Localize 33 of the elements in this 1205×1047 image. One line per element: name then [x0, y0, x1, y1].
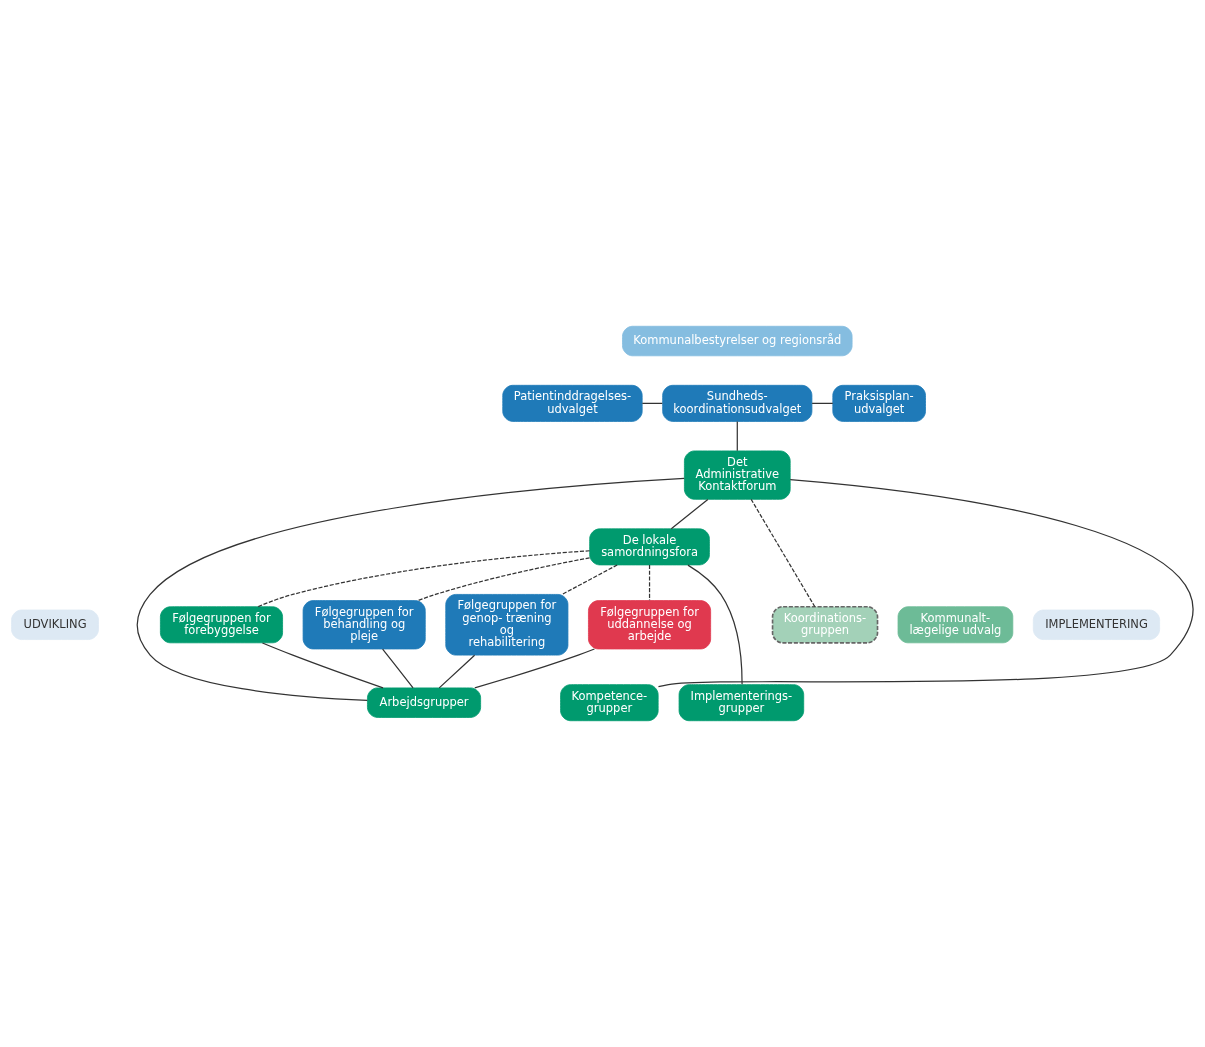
connector	[750, 498, 816, 608]
node-box: Patientinddragelses- udvalget	[502, 384, 643, 422]
connector	[641, 402, 663, 404]
node-box: Kompetence- grupper	[560, 684, 659, 722]
connector	[257, 550, 591, 608]
connector	[561, 564, 618, 595]
node-box: Koordinations- gruppen	[771, 605, 879, 644]
connector	[261, 642, 384, 689]
connector	[657, 478, 1193, 688]
connector	[136, 477, 685, 702]
node-box: Følgegruppen for genop- træning og rehabilitering	[445, 594, 569, 656]
node-box: Det Administrative Kontaktforum	[684, 450, 791, 500]
node-box: Implementerings- grupper	[678, 684, 805, 722]
node-box: IMPLEMENTERING	[1032, 609, 1160, 640]
node-box: Praksisplan- udvalget	[832, 384, 926, 422]
connector	[438, 654, 476, 689]
node-box: Sundheds- koordinationsudvalget	[662, 384, 813, 422]
node-box: Kommunalbestyrelser og regionsråd	[622, 325, 853, 357]
node-box: Kommunalt- lægelige udvalg	[897, 606, 1014, 644]
node-box: Følgegruppen for uddannelse og arbejde	[588, 600, 712, 650]
connector	[474, 648, 596, 689]
node-box: Følgegruppen for forebyggelse	[160, 606, 283, 644]
node-box: Følgegruppen for behandling og pleje	[302, 600, 426, 650]
node-box: UDVIKLING	[11, 609, 99, 640]
connector	[687, 564, 743, 685]
connector	[736, 420, 738, 452]
connector	[670, 498, 709, 530]
connector	[811, 402, 834, 404]
node-box: De lokale samordningsfora	[589, 528, 710, 566]
connector	[382, 648, 414, 689]
connector	[648, 564, 651, 601]
node-box: Arbejdsgrupper	[367, 687, 482, 718]
connector	[417, 557, 591, 602]
